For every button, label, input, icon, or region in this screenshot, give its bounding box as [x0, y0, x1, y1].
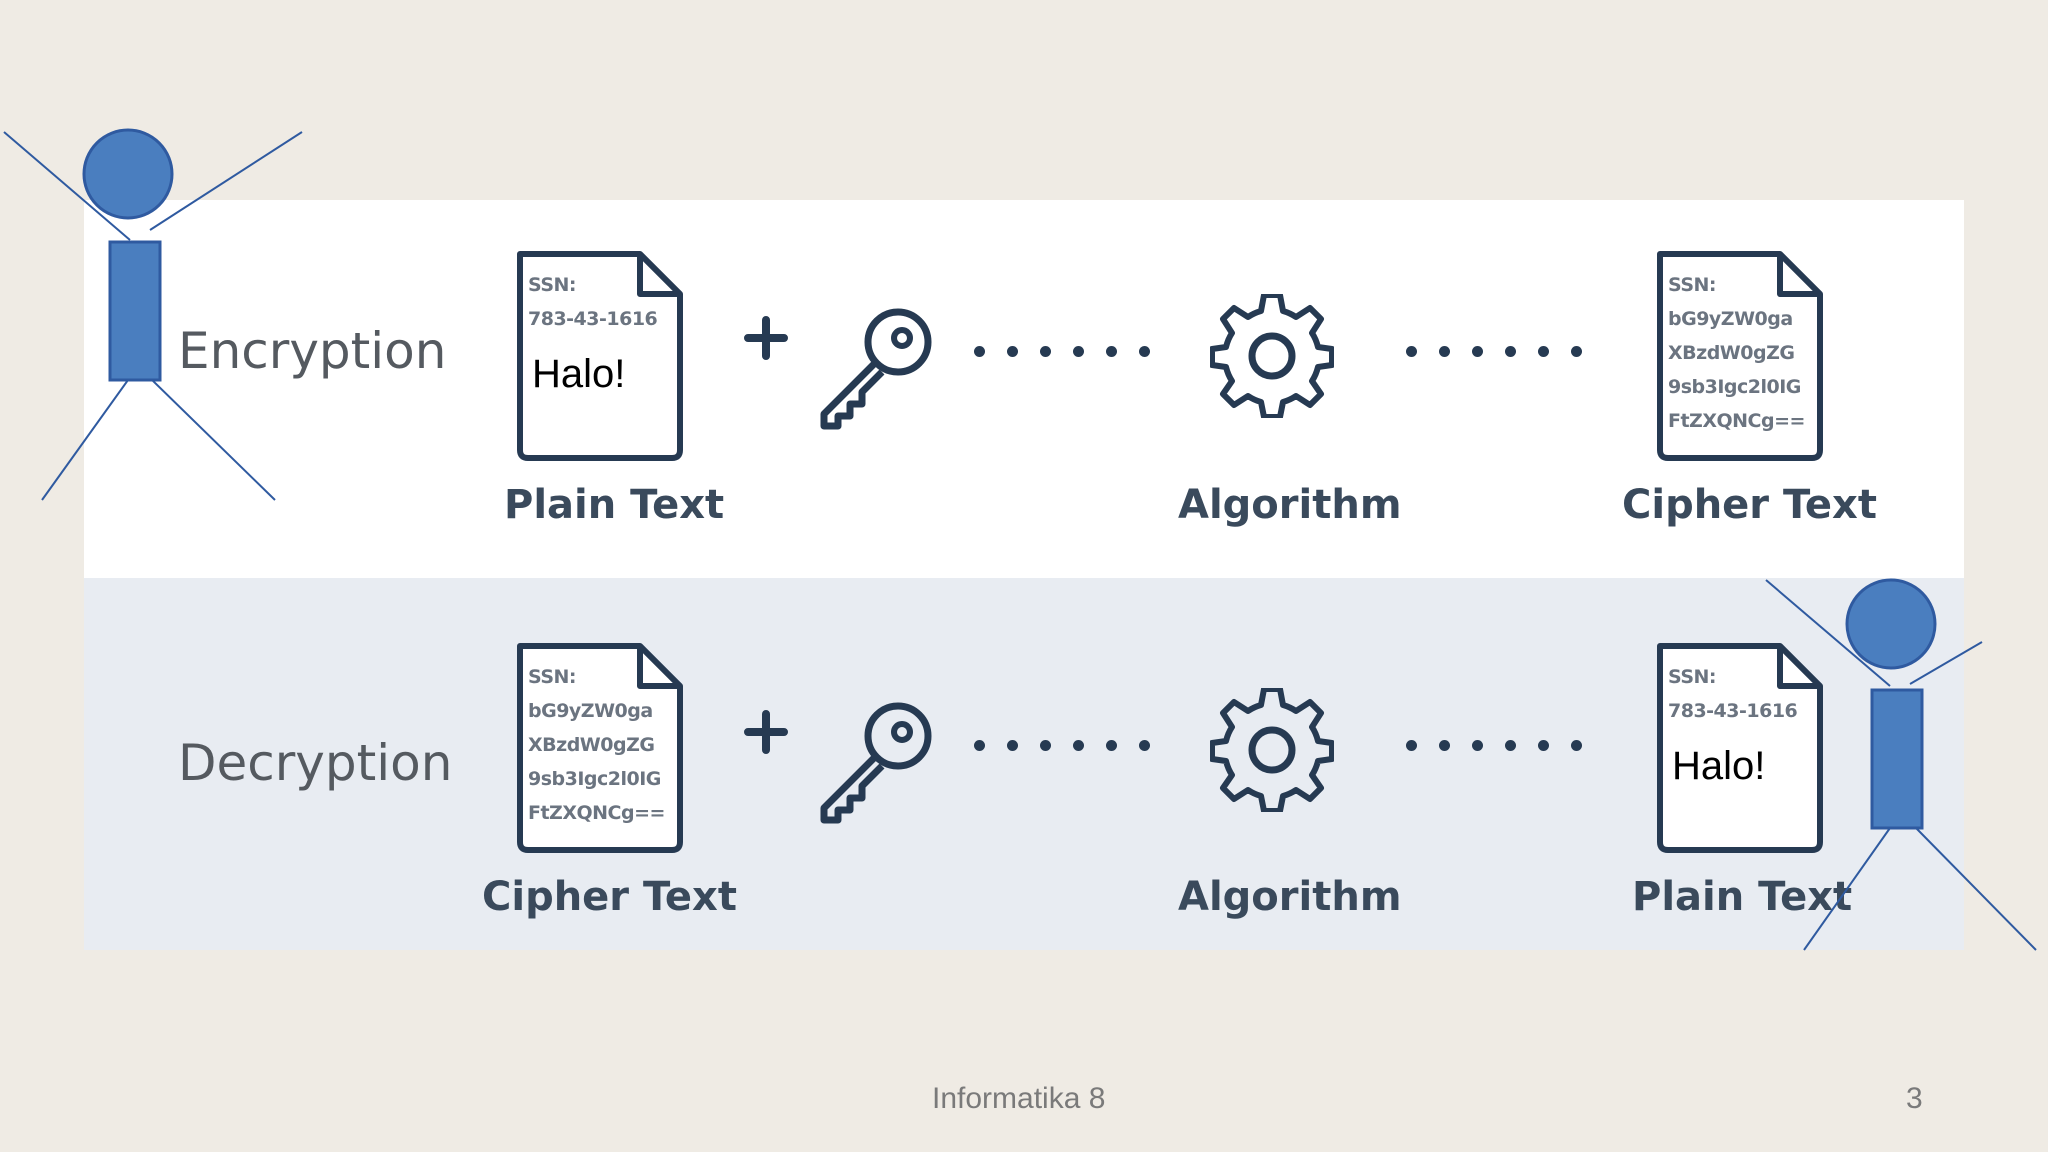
plain-text-document: SSN: 783-43-1616 Halo! — [510, 246, 692, 466]
person-figure-right — [1765, 578, 2037, 951]
document-icon — [1657, 251, 1823, 461]
key-icon — [816, 304, 942, 434]
gear-icon — [1209, 686, 1335, 816]
document-icon — [1657, 643, 1823, 853]
cipher-text-document: SSN: bG9yZW0ga XBzdW0gZG 9sb3Igc2l0IG Ft… — [1650, 246, 1832, 466]
decryption-panel: Decryption SSN: bG9yZW0ga XBzdW0gZG 9sb3… — [84, 578, 1964, 950]
doc-line: SSN: — [1668, 274, 1717, 296]
doc-line: bG9yZW0ga — [1668, 308, 1793, 330]
key-icon — [816, 698, 942, 828]
algorithm-caption: Algorithm — [1178, 874, 1402, 920]
plain-text-caption: Plain Text — [504, 482, 725, 528]
doc-line: XBzdW0gZG — [1668, 342, 1795, 364]
plus-icon — [744, 710, 788, 758]
document-text: SSN: 783-43-1616 — [1668, 660, 1798, 728]
document-text: SSN: bG9yZW0ga XBzdW0gZG 9sb3Igc2l0IG Ft… — [528, 660, 665, 830]
document-icon — [517, 251, 683, 461]
doc-line: 783-43-1616 — [1668, 700, 1798, 722]
halo-label: Halo! — [1672, 744, 1766, 788]
document-icon — [517, 643, 683, 853]
person-figure-left — [3, 128, 303, 501]
document-text: SSN: bG9yZW0ga XBzdW0gZG 9sb3Igc2l0IG Ft… — [1668, 268, 1805, 438]
doc-line: FtZXQNCg== — [528, 802, 665, 824]
doc-line: 9sb3Igc2l0IG — [1668, 376, 1801, 398]
encryption-panel: Encryption SSN: 783-43-1616 Halo! Plain … — [84, 200, 1964, 578]
flow-dots — [974, 740, 1150, 751]
algorithm-caption: Algorithm — [1178, 482, 1402, 528]
plain-text-caption: Plain Text — [1632, 874, 1853, 920]
cipher-text-document: SSN: bG9yZW0ga XBzdW0gZG 9sb3Igc2l0IG Ft… — [510, 638, 692, 858]
plus-icon — [744, 316, 788, 364]
document-text: SSN: 783-43-1616 — [528, 268, 658, 336]
page-number: 3 — [1906, 1082, 1923, 1115]
cipher-text-caption: Cipher Text — [1622, 482, 1877, 528]
encryption-title: Encryption — [178, 322, 447, 380]
decryption-title: Decryption — [178, 734, 453, 792]
flow-dots — [974, 346, 1150, 357]
halo-label: Halo! — [532, 352, 626, 396]
gear-icon — [1209, 292, 1335, 422]
doc-line: FtZXQNCg== — [1668, 410, 1805, 432]
flow-dots — [1406, 346, 1582, 357]
doc-line: 9sb3Igc2l0IG — [528, 768, 661, 790]
doc-line: SSN: — [528, 666, 577, 688]
plain-text-document: SSN: 783-43-1616 Halo! — [1650, 638, 1832, 858]
doc-line: SSN: — [1668, 666, 1717, 688]
doc-line: bG9yZW0ga — [528, 700, 653, 722]
doc-line: SSN: — [528, 274, 577, 296]
flow-dots — [1406, 740, 1582, 751]
doc-line: 783-43-1616 — [528, 308, 658, 330]
cipher-text-caption: Cipher Text — [482, 874, 737, 920]
footer-text: Informatika 8 — [932, 1082, 1106, 1115]
doc-line: XBzdW0gZG — [528, 734, 655, 756]
